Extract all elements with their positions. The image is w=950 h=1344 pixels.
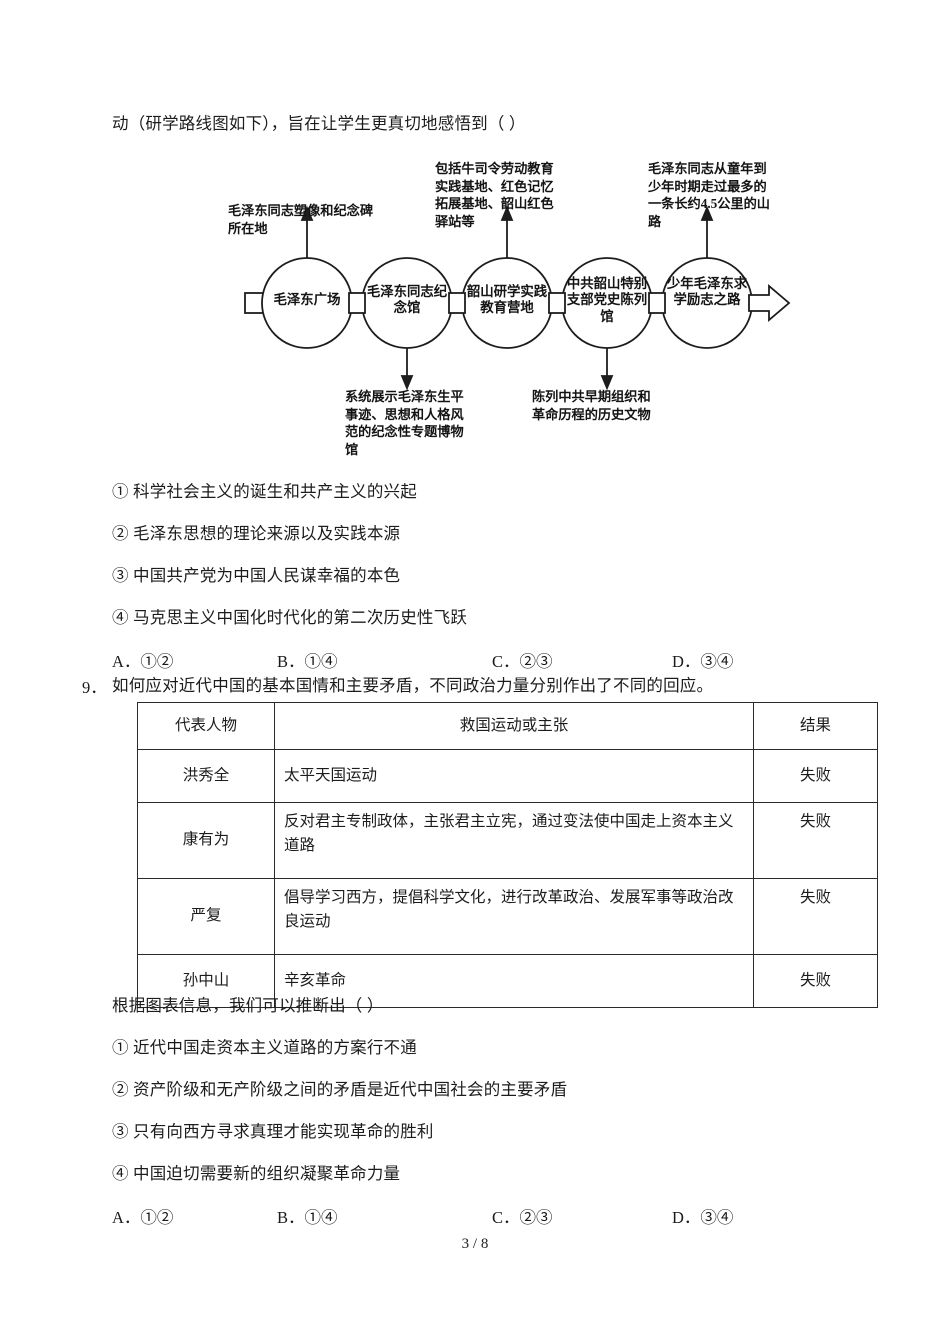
table-row: 孙中山 辛亥革命 失败 xyxy=(137,954,878,1008)
diagram-svg xyxy=(244,205,791,391)
table-header-person: 代表人物 xyxy=(137,702,275,750)
table-cell-result: 失败 xyxy=(753,749,878,803)
table-cell-claim: 反对君主专制政体，主张君主立宪，通过变法使中国走上资本主义道路 xyxy=(274,802,754,879)
question8-statement-2: ② 毛泽东思想的理论来源以及实践本源 xyxy=(112,524,401,543)
page-number: 3 / 8 xyxy=(461,1236,489,1252)
question9-table: 代表人物 救国运动或主张 结果 洪秀全 太平天国运动 失败 康有为 反对君主专制… xyxy=(137,702,878,1008)
question8-stem-tail: 动（研学路线图如下），旨在让学生更真切地感悟到（ ） xyxy=(112,114,526,133)
question9-statement-4: ④ 中国迫切需要新的组织凝聚革命力量 xyxy=(112,1164,401,1183)
question8-option-b[interactable]: B．①④ xyxy=(277,652,338,671)
question9-option-a[interactable]: A．①② xyxy=(112,1208,174,1227)
question8-option-c[interactable]: C．②③ xyxy=(492,652,553,671)
question9-option-d[interactable]: D．③④ xyxy=(672,1208,734,1227)
table-cell-person: 洪秀全 xyxy=(137,749,275,803)
question9-statement-2: ② 资产阶级和无产阶级之间的矛盾是近代中国社会的主要矛盾 xyxy=(112,1080,568,1099)
research-route-diagram: 毛泽东广场 毛泽东同志纪念馆 韶山研学实践教育营地 中共韶山特别支部党史陈列馆 … xyxy=(0,140,950,470)
table-row: 严复 倡导学习西方，提倡科学文化，进行改革政治、发展军事等政治改良运动 失败 xyxy=(137,878,878,955)
question9-options: A．①② B．①④ C．②③ D．③④ xyxy=(112,1204,832,1228)
diagram-node-5-label: 少年毛泽东求学励志之路 xyxy=(666,276,748,308)
question9-table-wrapper: 代表人物 救国运动或主张 结果 洪秀全 太平天国运动 失败 康有为 反对君主专制… xyxy=(137,702,878,1008)
table-cell-result: 失败 xyxy=(753,878,878,955)
question9-stem: 如何应对近代中国的基本国情和主要矛盾，不同政治力量分别作出了不同的回应。 xyxy=(112,676,714,695)
table-header-row: 代表人物 救国运动或主张 结果 xyxy=(137,702,878,750)
diagram-callout-top-2: 包括牛司令劳动教育实践基地、红色记忆拓展基地、韶山红色驿站等 xyxy=(435,161,554,229)
diagram-node-1-label: 毛泽东广场 xyxy=(273,292,341,307)
question8-options: A．①② B．①④ C．②③ D．③④ xyxy=(112,648,832,672)
diagram-callout-top-3: 毛泽东同志从童年到少年时期走过最多的一条长约4.5公里的山路 xyxy=(648,161,770,229)
table-row: 康有为 反对君主专制政体，主张君主立宪，通过变法使中国走上资本主义道路 失败 xyxy=(137,802,878,879)
table-row: 洪秀全 太平天国运动 失败 xyxy=(137,749,878,803)
question9-option-b[interactable]: B．①④ xyxy=(277,1208,338,1227)
table-cell-result: 失败 xyxy=(753,954,878,1008)
diagram-node-3-label: 韶山研学实践教育营地 xyxy=(466,284,548,316)
table-cell-result: 失败 xyxy=(753,802,878,879)
table-cell-claim: 倡导学习西方，提倡科学文化，进行改革政治、发展军事等政治改良运动 xyxy=(274,878,754,955)
question9-number: 9． xyxy=(82,678,107,697)
question8-statement-4: ④ 马克思主义中国化时代化的第二次历史性飞跃 xyxy=(112,608,468,627)
question9-option-c[interactable]: C．②③ xyxy=(492,1208,553,1227)
diagram-node-2-label: 毛泽东同志纪念馆 xyxy=(366,284,448,316)
table-header-result: 结果 xyxy=(753,702,878,750)
question9-lead-in: 根据图表信息，我们可以推断出（ ） xyxy=(112,996,384,1015)
table-cell-claim: 太平天国运动 xyxy=(274,749,754,803)
table-cell-person: 康有为 xyxy=(137,802,275,879)
question9-statement-3: ③ 只有向西方寻求真理才能实现革命的胜利 xyxy=(112,1122,434,1141)
table-cell-person: 孙中山 xyxy=(137,954,275,1008)
question8-option-d[interactable]: D．③④ xyxy=(672,652,734,671)
table-header-claim: 救国运动或主张 xyxy=(274,702,754,750)
diagram-callout-bottom-2: 陈列中共早期组织和革命历程的历史文物 xyxy=(532,389,651,422)
table-cell-person: 严复 xyxy=(137,878,275,955)
diagram-callout-bottom-1: 系统展示毛泽东生平事迹、思想和人格风范的纪念性专题博物馆 xyxy=(345,389,464,457)
question9-statement-1: ① 近代中国走资本主义道路的方案行不通 xyxy=(112,1038,417,1057)
question8-option-a[interactable]: A．①② xyxy=(112,652,174,671)
question8-statement-3: ③ 中国共产党为中国人民谋幸福的本色 xyxy=(112,566,401,585)
table-cell-claim: 辛亥革命 xyxy=(274,954,754,1008)
question8-statement-1: ① 科学社会主义的诞生和共产主义的兴起 xyxy=(112,482,417,501)
diagram-callout-top-1: 毛泽东同志塑像和纪念碑所在地 xyxy=(228,203,374,236)
diagram-node-4-label: 中共韶山特别支部党史陈列馆 xyxy=(566,276,648,324)
